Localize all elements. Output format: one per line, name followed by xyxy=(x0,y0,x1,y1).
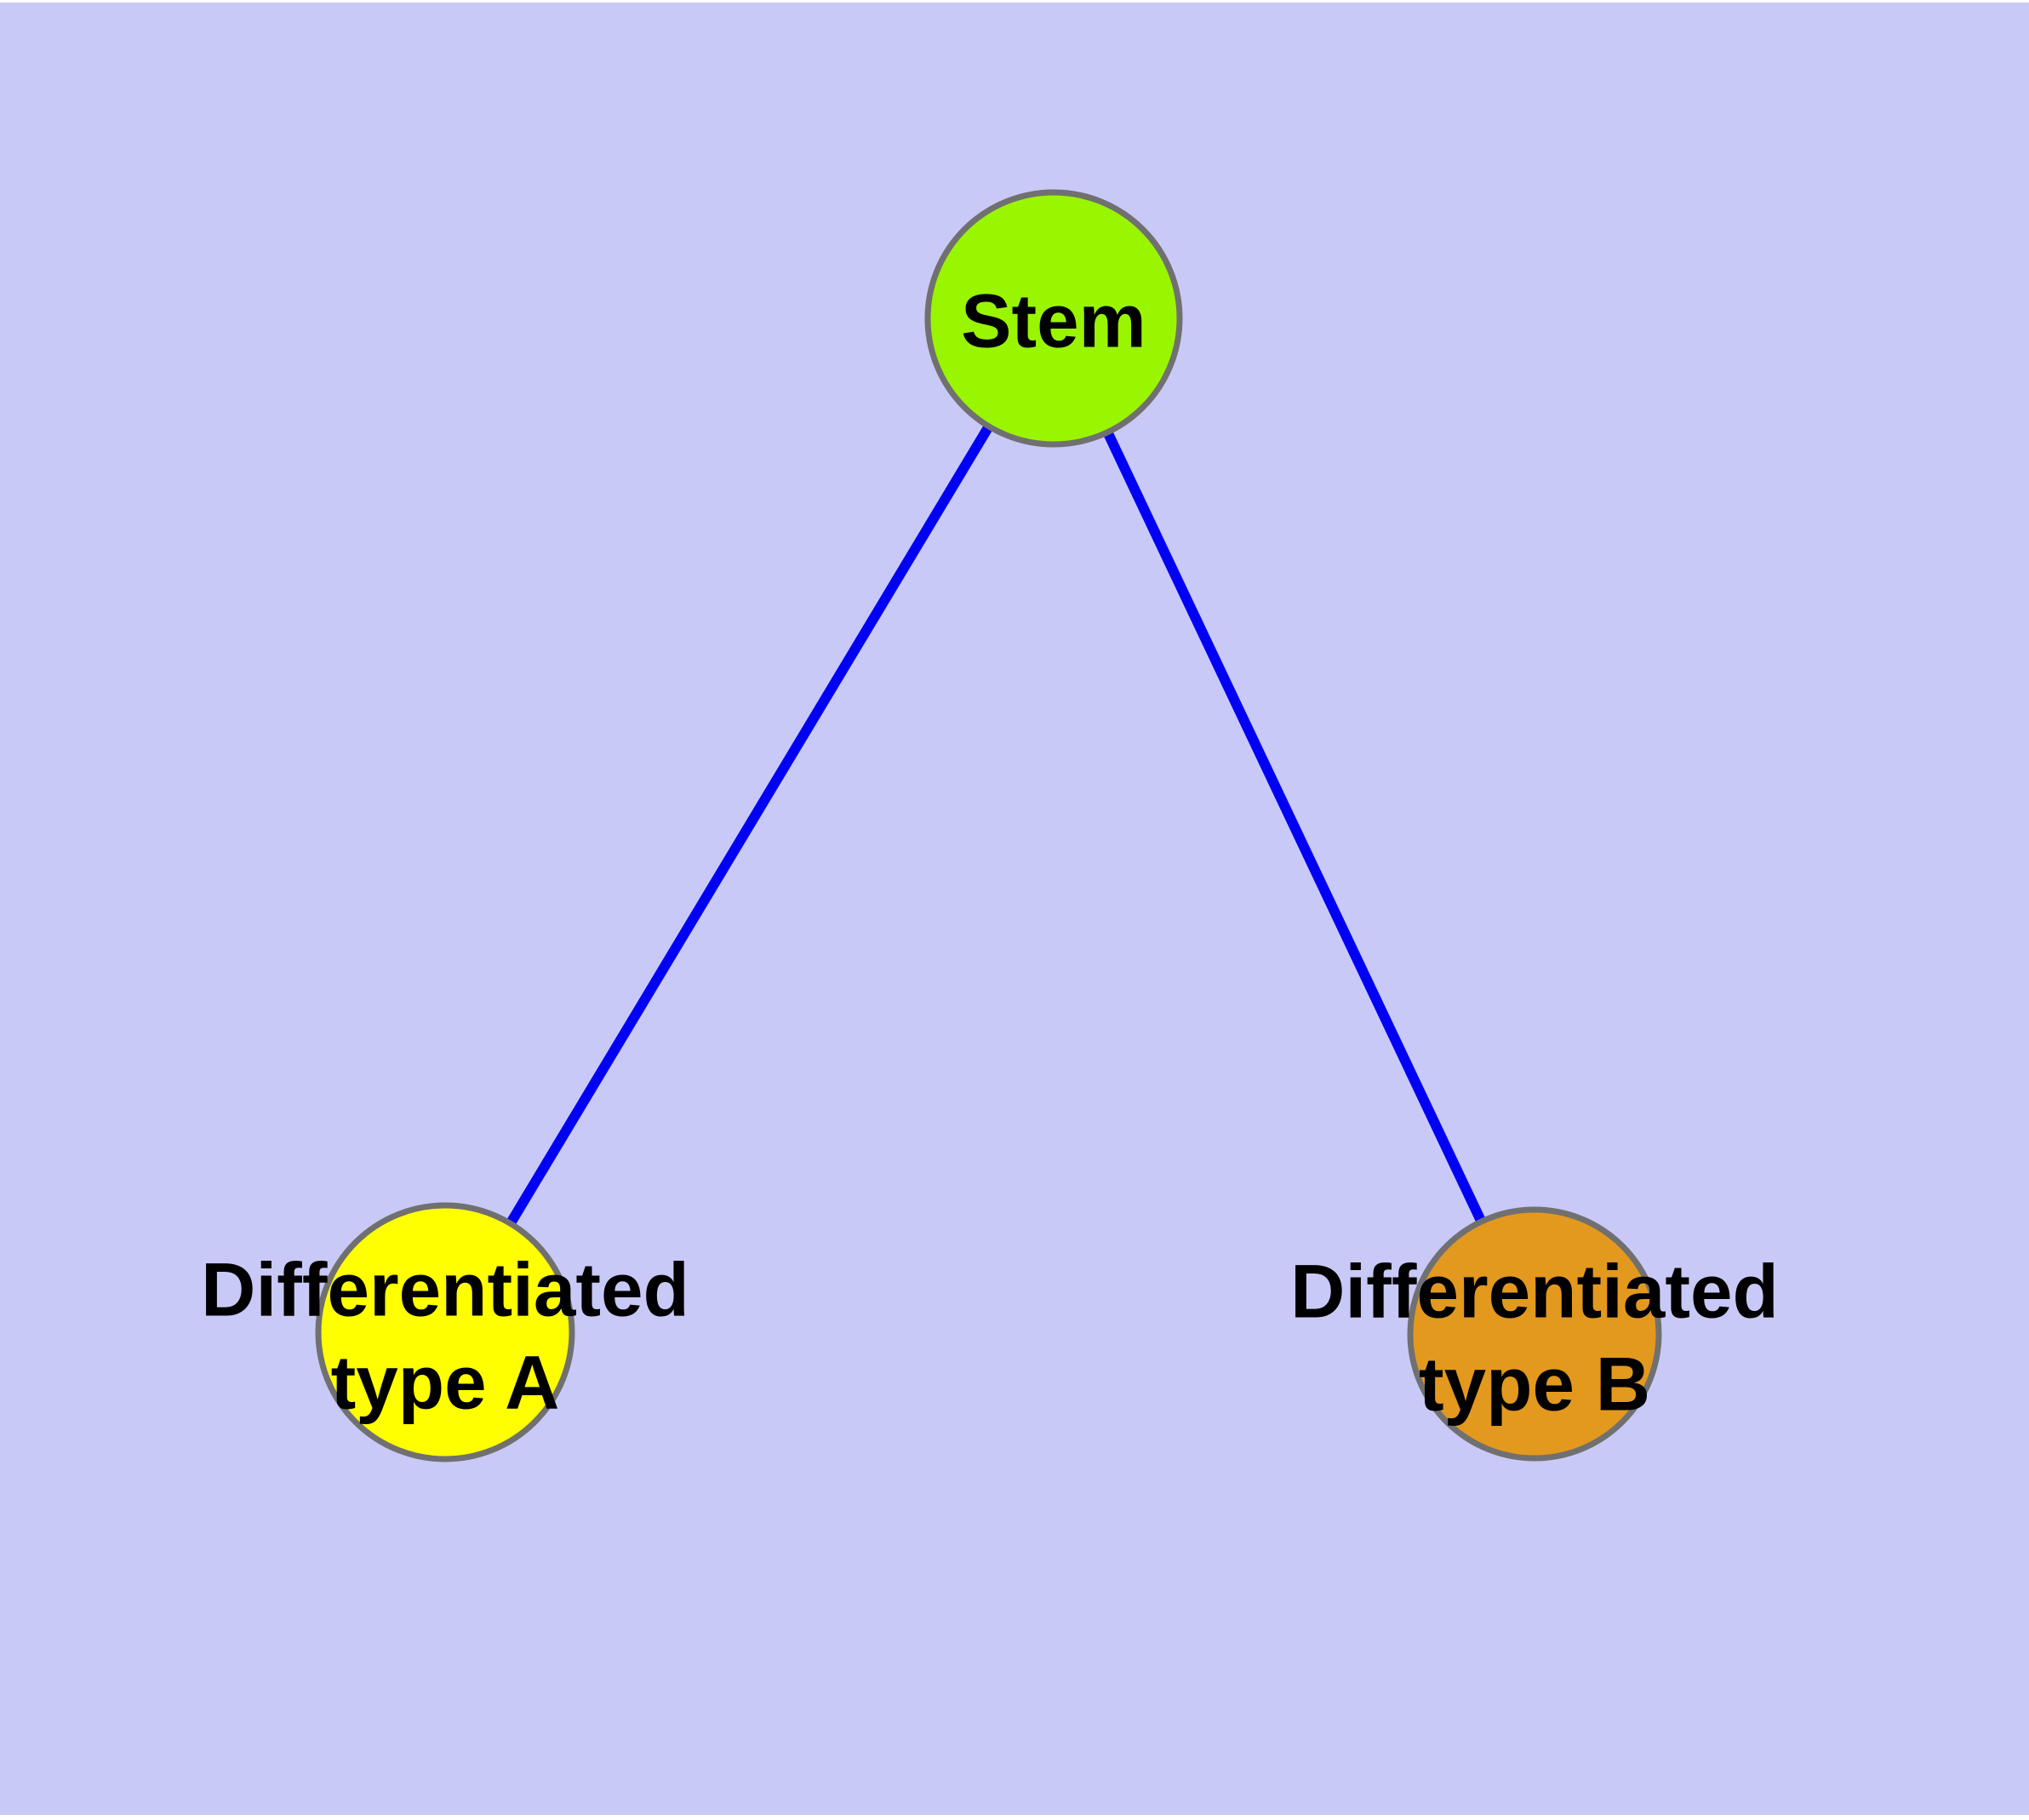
node-differentiated-type-b xyxy=(1407,1206,1662,1462)
edge-stem-to-type-a xyxy=(440,315,1059,1336)
node-differentiated-type-a xyxy=(315,1202,575,1462)
edge-stem-to-type-b xyxy=(1049,316,1540,1336)
node-stem xyxy=(924,189,1183,448)
